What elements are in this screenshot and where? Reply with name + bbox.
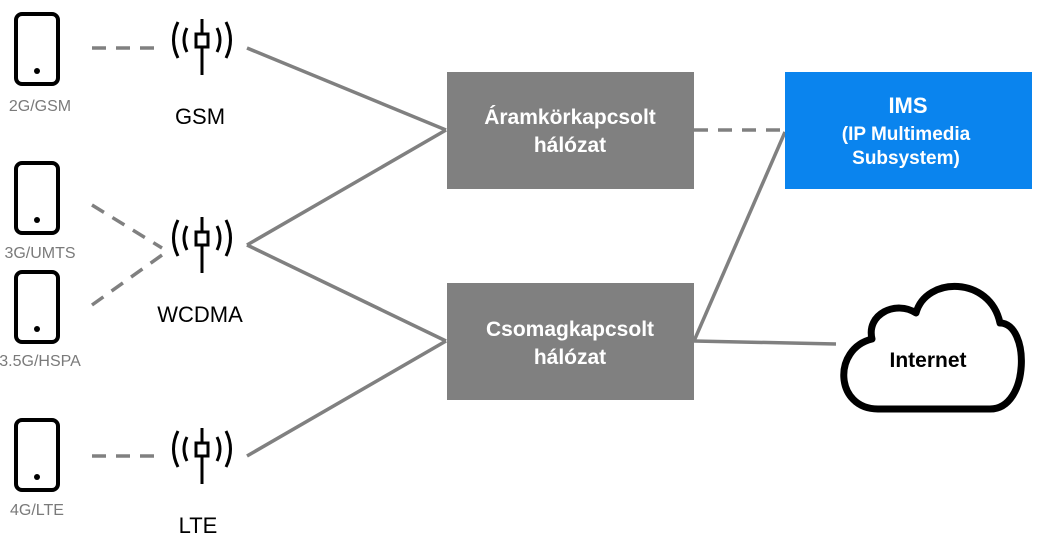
link-wcdma-packet [246, 243, 447, 343]
device-3g: 3G/UMTS [4, 161, 76, 262]
device-4g: 4G/LTE [10, 418, 64, 519]
antenna-lte: LTE [172, 426, 232, 538]
link-35g-wcdma [90, 253, 164, 307]
phone-icon [14, 12, 60, 86]
link-packet-internet [693, 339, 837, 346]
cloud-icon [840, 282, 1025, 413]
device-2g: 2G/GSM [9, 12, 71, 115]
internet-label: Internet [889, 349, 966, 372]
ims-subtitle-line2: Subsystem) [852, 148, 960, 169]
packet-network-subtitle: hálózat [534, 346, 606, 369]
antenna-tower-icon [172, 215, 232, 275]
device-label: 3G/UMTS [4, 245, 75, 262]
phone-icon [14, 270, 60, 344]
circuit-network-title: Áramkörkapcsolt [484, 106, 656, 129]
packet-network-box: Csomagkapcsolt hálózat [447, 283, 694, 400]
ims-box: IMS (IP Multimedia Subsystem) [785, 72, 1032, 189]
link-packet-ims [692, 131, 787, 342]
device-label: 3.5G/HSPA [0, 353, 81, 370]
internet-cloud: Internet [840, 282, 1025, 413]
packet-network-title: Csomagkapcsolt [486, 318, 654, 341]
antenna-label: LTE [179, 513, 218, 538]
ims-title: IMS [888, 93, 927, 118]
antenna-label: GSM [175, 104, 225, 129]
antenna-gsm: GSM [172, 17, 232, 129]
antenna-wcdma: WCDMA [157, 215, 243, 327]
phone-icon [14, 418, 60, 492]
link-gsm-circuit [246, 46, 447, 132]
connections [90, 46, 837, 458]
circuit-network-box: Áramkörkapcsolt hálózat [447, 72, 694, 189]
device-label: 4G/LTE [10, 502, 64, 519]
link-3g-wcdma [91, 203, 163, 250]
ims-subtitle-line1: (IP Multimedia [842, 124, 971, 145]
antenna-tower-icon [172, 17, 232, 77]
antenna-tower-icon [172, 426, 232, 486]
circuit-network-subtitle: hálózat [534, 134, 606, 157]
antenna-label: WCDMA [157, 302, 243, 327]
phone-icon [14, 161, 60, 235]
link-wcdma-circuit [246, 128, 447, 247]
device-label: 2G/GSM [9, 98, 71, 115]
link-lte-packet [246, 339, 447, 458]
device-35g: 3.5G/HSPA [0, 270, 81, 370]
